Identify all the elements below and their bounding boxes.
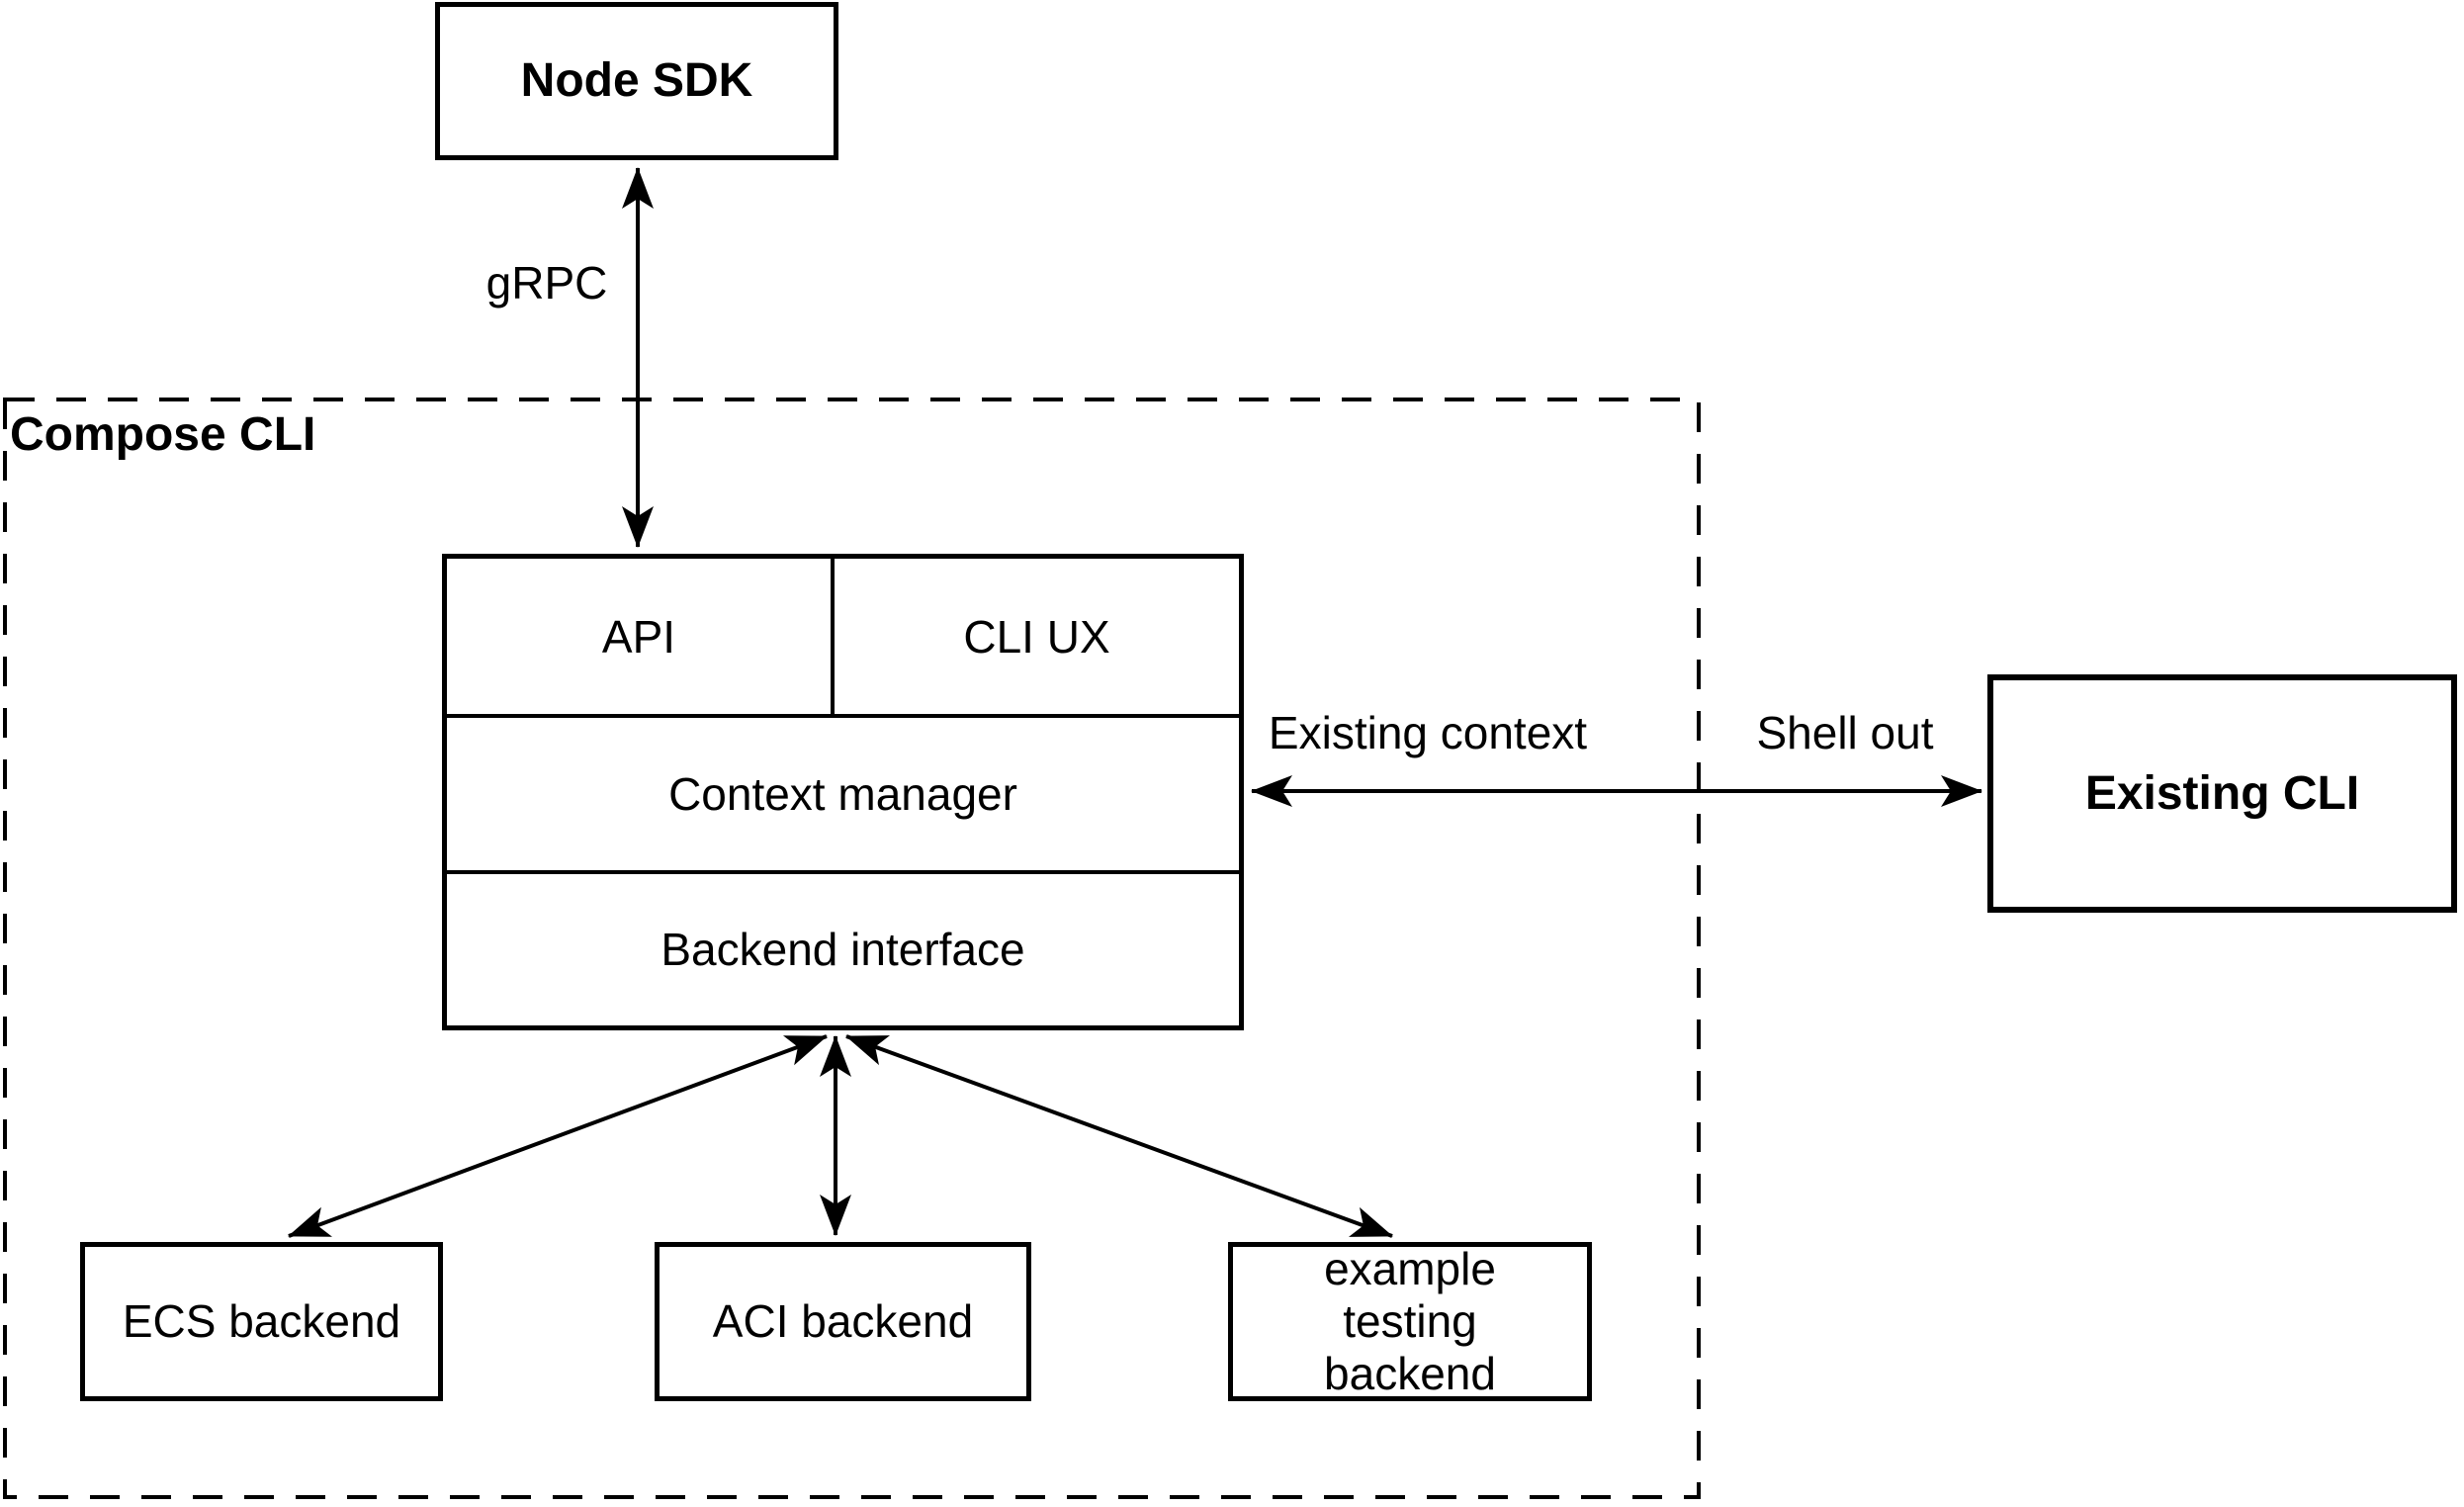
ecs-backend-connector — [288, 1034, 828, 1238]
aci-backend-label: ACI backend — [712, 1295, 974, 1348]
cli-ux-label: CLI UX — [963, 610, 1110, 663]
node-sdk-label: Node SDK — [520, 54, 753, 108]
compose-cli-group-label: Compose CLI — [10, 408, 316, 461]
top-row: API CLI UX — [447, 559, 1239, 714]
example-testing-backend-box: example testing backend — [1228, 1242, 1592, 1401]
ecs-backend-label: ECS backend — [122, 1295, 401, 1348]
api-cell: API — [447, 559, 835, 714]
compose-cli-group-border — [3, 398, 1701, 1499]
aci-backend-box: ACI backend — [655, 1242, 1031, 1401]
node-sdk-box: Node SDK — [435, 2, 838, 160]
existing-context-edge-label: Existing context — [1268, 707, 1588, 758]
example-backend-connector — [845, 1034, 1393, 1238]
existing-cli-box: Existing CLI — [1987, 674, 2457, 913]
ecs-backend-box: ECS backend — [80, 1242, 443, 1401]
api-label: API — [601, 610, 676, 663]
example-testing-backend-label: example testing backend — [1324, 1243, 1496, 1399]
cli-ux-cell: CLI UX — [835, 559, 1239, 714]
compose-cli-core-box: API CLI UX Context manager Backend inter… — [442, 554, 1244, 1030]
shell-out-edge-label: Shell out — [1756, 707, 1934, 758]
backend-interface-cell: Backend interface — [447, 869, 1239, 1026]
existing-cli-label: Existing CLI — [2084, 766, 2360, 820]
context-manager-cell: Context manager — [447, 714, 1239, 870]
context-manager-label: Context manager — [668, 767, 1017, 820]
backend-interface-label: Backend interface — [660, 924, 1025, 976]
grpc-edge-label: gRPC — [485, 257, 608, 309]
